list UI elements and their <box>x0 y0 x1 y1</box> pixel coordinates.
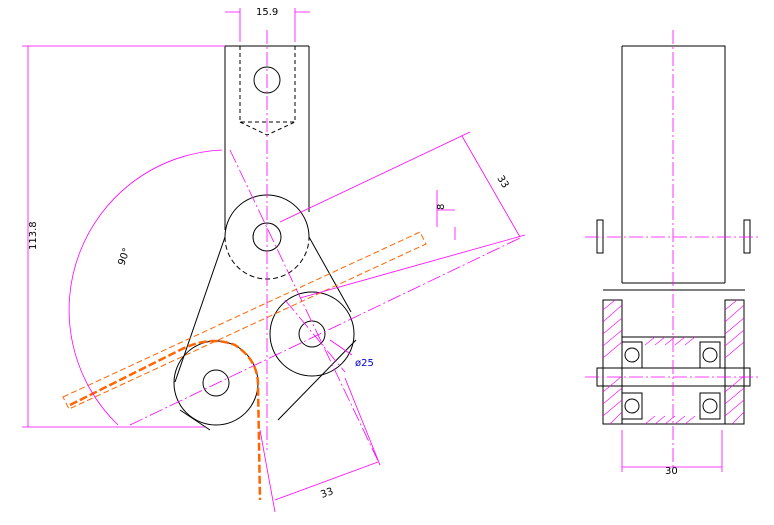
side-centerlines <box>585 30 760 470</box>
upper-pin-left-head <box>596 219 604 254</box>
left-roller-hole <box>202 369 230 397</box>
dim-dia-leader <box>329 339 353 356</box>
arm-hidden-bore <box>239 46 296 136</box>
bearing-bottom-left <box>621 392 643 420</box>
dim-side-width: 30 <box>665 466 678 477</box>
front-dimensions <box>22 8 526 513</box>
dim-90-arc <box>68 149 223 426</box>
bearing-bottom-right <box>699 392 721 420</box>
side-arm <box>603 45 745 291</box>
link-plate <box>174 236 357 431</box>
dim-113-8-lines <box>22 45 225 428</box>
dim-diameter: ø25 <box>355 358 374 369</box>
dim-15-9-lines <box>225 8 310 42</box>
dim-33-upper-lines <box>279 131 526 299</box>
right-roller-hole <box>298 320 326 348</box>
side-plate-left <box>602 299 623 425</box>
dim-angle: 90° <box>116 247 132 267</box>
dim-diag-small: 8 <box>436 204 447 210</box>
dim-width-top: 15.9 <box>256 7 278 18</box>
front-centerlines <box>129 30 521 466</box>
dim-diag-upper: 33 <box>494 174 510 191</box>
side-dimensions <box>621 430 723 472</box>
dim-diag-lower: 33 <box>319 486 335 501</box>
dim-33-lower-lines <box>259 377 381 513</box>
front-view <box>173 45 357 431</box>
bearing-top-right <box>699 341 721 369</box>
right-roller <box>269 291 355 377</box>
side-hatching <box>602 299 745 425</box>
dim-8-lines <box>436 190 456 240</box>
side-view <box>596 45 751 425</box>
material-strip <box>62 231 427 501</box>
dim-height-total: 113.8 <box>28 221 39 250</box>
strip-upper-dashed <box>62 231 427 410</box>
bearing-top-left <box>621 341 643 369</box>
upper-pin-right-head <box>743 219 751 254</box>
side-plate-right <box>724 299 745 425</box>
strip-wrap <box>69 339 262 501</box>
